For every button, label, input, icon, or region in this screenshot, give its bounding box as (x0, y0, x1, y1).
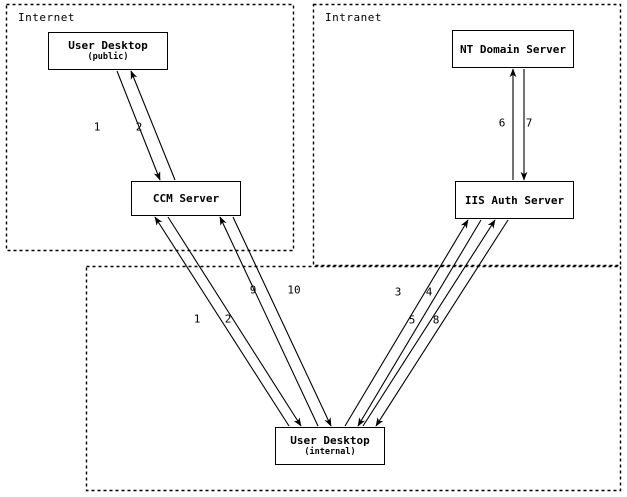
arrow-flow-4 (357, 219, 482, 427)
node-title-user-desktop-internal: User Desktop (290, 434, 370, 447)
flow-label-flow-5: 5 (408, 313, 416, 327)
zone-label-internet: Internet (18, 11, 75, 24)
node-ccm-server[interactable]: CCM Server (131, 181, 241, 216)
flow-label-flow-4: 4 (425, 285, 433, 299)
arrow-flow-5 (362, 219, 496, 427)
flow-label-flow-1-internal: 1 (193, 312, 201, 326)
flow-label-flow-6: 6 (498, 116, 506, 130)
flow-label-flow-9: 9 (249, 283, 257, 297)
flow-label-flow-2-internal: 2 (224, 312, 232, 326)
flow-label-flow-8: 8 (432, 313, 440, 327)
arrow-flow-1-internal (154, 216, 290, 427)
flow-label-flow-10: 10 (287, 283, 301, 297)
flow-arrows (116, 68, 528, 427)
arrow-flow-9 (219, 216, 319, 427)
arrow-flow-2-public (130, 70, 176, 181)
node-subtitle-user-desktop-public: (public) (87, 52, 129, 62)
node-title-nt-domain-server: NT Domain Server (460, 42, 566, 56)
zone-label-intranet: Intranet (325, 11, 382, 24)
node-title-user-desktop-public: User Desktop (68, 39, 148, 52)
node-nt-domain-server[interactable]: NT Domain Server (452, 30, 574, 68)
flow-label-flow-3: 3 (394, 285, 402, 299)
zone-boundary-internal (85, 265, 622, 492)
node-title-iis-auth-server: IIS Auth Server (464, 193, 565, 207)
arrow-flow-8 (375, 219, 509, 427)
flow-label-flow-7: 7 (525, 116, 533, 130)
arrow-flow-2-internal (167, 216, 302, 427)
node-iis-auth-server[interactable]: IIS Auth Server (455, 181, 574, 219)
flow-label-flow-2-public: 2 (135, 120, 143, 134)
arrow-flow-1-public (116, 70, 161, 181)
arrow-flow-3 (344, 219, 469, 427)
zone-boundary-intranet (312, 3, 622, 267)
node-subtitle-user-desktop-internal: (internal) (304, 447, 356, 457)
node-user-desktop-public[interactable]: User Desktop(public) (48, 32, 168, 70)
node-title-ccm-server: CCM Server (152, 192, 220, 205)
node-user-desktop-internal[interactable]: User Desktop(internal) (275, 427, 385, 465)
arrow-flow-10 (232, 216, 332, 427)
zone-boundary-internet (5, 3, 295, 252)
zone-boundaries (5, 3, 622, 492)
flow-label-flow-1-public: 1 (93, 120, 101, 134)
